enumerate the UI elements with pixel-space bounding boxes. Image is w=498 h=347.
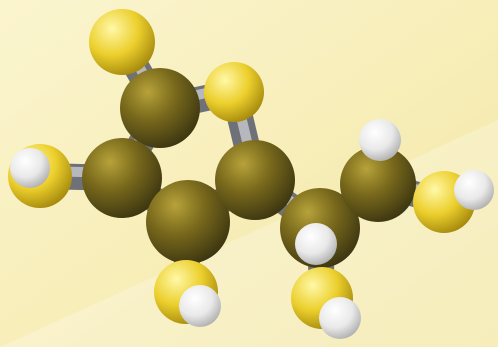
hydrogen-atom-h-bottom-r (319, 297, 361, 339)
carbon-atom-c-mid (146, 180, 230, 264)
carbon-atom-c-center (215, 140, 295, 220)
yellow-atom-y-top (89, 9, 155, 75)
atoms-layer (8, 9, 494, 339)
hydrogen-atom-h-top (359, 119, 401, 161)
hydrogen-atom-h-mid (295, 223, 337, 265)
carbon-atom-c-top (120, 68, 200, 148)
hydrogen-atom-h-left (10, 148, 50, 188)
carbon-atom-c-far (340, 146, 416, 222)
yellow-atom-y-upper (204, 62, 264, 122)
carbon-atom-c-left (82, 138, 162, 218)
hydrogen-atom-h-far (454, 170, 494, 210)
hydrogen-atom-h-bottom-l (179, 285, 221, 327)
